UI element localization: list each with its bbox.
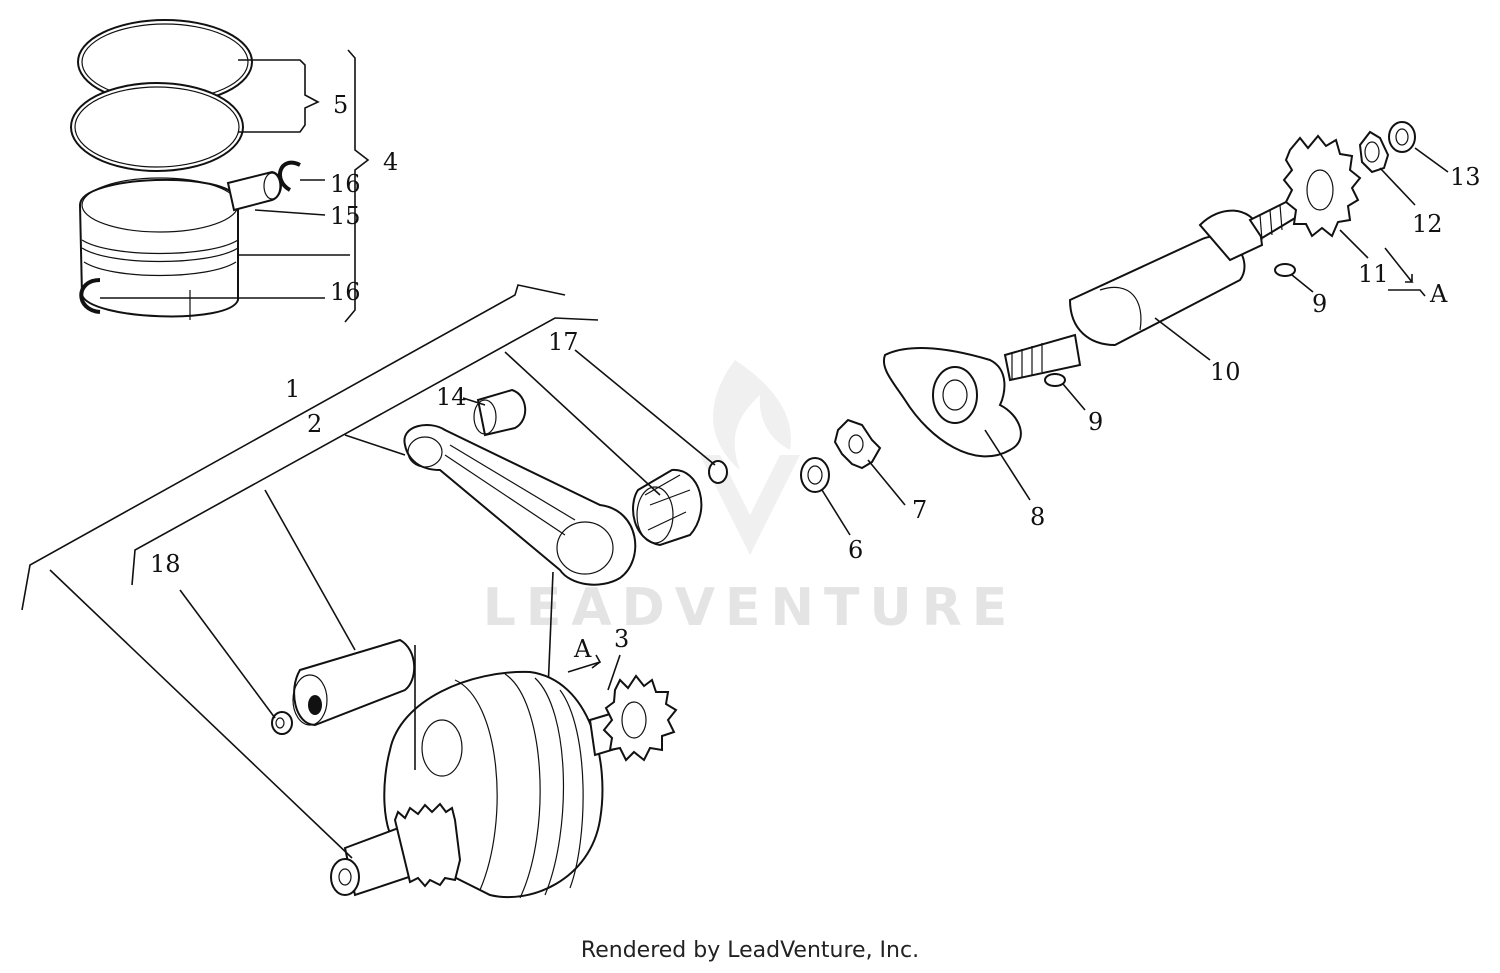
assembly-bracket-1 bbox=[21, 284, 566, 611]
callout-a-upper: A bbox=[1429, 280, 1448, 308]
callout-9-upper: 9 bbox=[1312, 290, 1327, 318]
callout-3: 3 bbox=[614, 625, 629, 653]
crankshaft-left-end bbox=[330, 802, 462, 897]
thrust-washer-17 bbox=[708, 460, 728, 484]
lock-washer-12 bbox=[1358, 130, 1390, 174]
callout-4: 4 bbox=[383, 148, 398, 176]
nut-13 bbox=[1388, 121, 1416, 153]
rendered-by-footer: Rendered by LeadVenture, Inc. bbox=[580, 938, 920, 963]
piston bbox=[78, 177, 239, 320]
woodruff-key-lower bbox=[1044, 373, 1066, 387]
crank-pin bbox=[292, 638, 416, 727]
bearing-6 bbox=[800, 457, 830, 493]
assembly-bracket-2 bbox=[131, 317, 599, 586]
reference-arrow-a-lower bbox=[567, 654, 602, 673]
flame-v-logo-icon bbox=[700, 360, 800, 555]
woodruff-key-upper bbox=[1274, 263, 1296, 277]
piston-ring-lower bbox=[70, 82, 244, 172]
bracket-5 bbox=[238, 59, 320, 133]
callout-6: 6 bbox=[848, 536, 863, 564]
connecting-rod bbox=[403, 424, 637, 586]
callout-15: 15 bbox=[330, 202, 361, 230]
callout-17: 17 bbox=[548, 328, 579, 356]
callout-9-lower: 9 bbox=[1088, 408, 1103, 436]
reference-arrow-a-upper bbox=[1384, 247, 1426, 297]
needle-bearing bbox=[632, 468, 703, 547]
callout-2: 2 bbox=[307, 410, 322, 438]
crankshaft-10 bbox=[1003, 198, 1302, 382]
sprocket-11 bbox=[1282, 134, 1362, 238]
bracket-4 bbox=[344, 49, 370, 323]
lock-plate-7 bbox=[833, 418, 882, 470]
circlip-lower bbox=[79, 278, 101, 314]
callout-a-lower: A bbox=[573, 635, 592, 663]
callout-11: 11 bbox=[1358, 260, 1389, 288]
piston-pin bbox=[226, 170, 282, 212]
callout-16-upper: 16 bbox=[330, 170, 361, 198]
sprocket-3 bbox=[588, 674, 678, 762]
callout-16-lower: 16 bbox=[330, 278, 361, 306]
counterweight-8 bbox=[882, 347, 1022, 458]
callout-12: 12 bbox=[1412, 210, 1443, 238]
callout-10: 10 bbox=[1210, 358, 1241, 386]
watermark-text: LEADVENTURE bbox=[483, 578, 1018, 638]
callout-13: 13 bbox=[1450, 163, 1481, 191]
callout-8: 8 bbox=[1030, 503, 1045, 531]
callout-5: 5 bbox=[333, 91, 348, 119]
small-end-bearing bbox=[473, 388, 527, 437]
callout-1: 1 bbox=[285, 375, 300, 403]
callout-18: 18 bbox=[150, 550, 181, 578]
plug-18 bbox=[271, 711, 293, 735]
callout-14: 14 bbox=[436, 383, 467, 411]
circlip-upper bbox=[278, 160, 301, 192]
callout-7: 7 bbox=[912, 496, 927, 524]
